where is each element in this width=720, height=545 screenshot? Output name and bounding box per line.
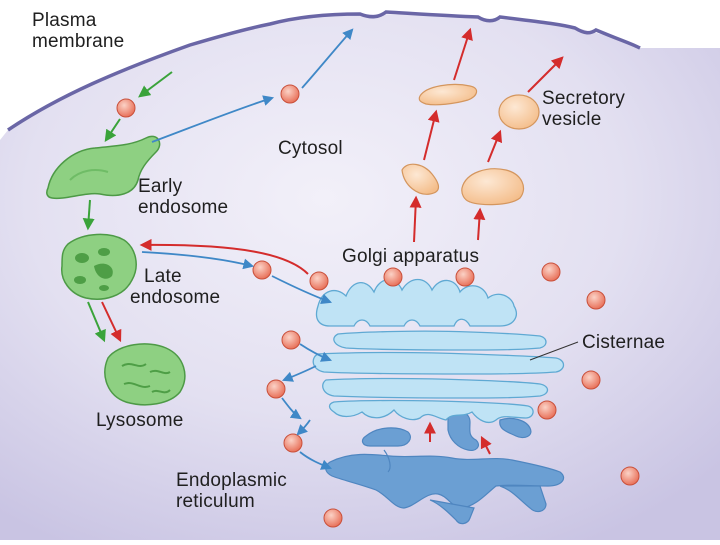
- label-golgi-apparatus: Golgi apparatus: [342, 246, 480, 267]
- secretory-vesicles: [401, 83, 540, 206]
- label-early-endosome: Early endosome: [138, 176, 229, 218]
- late-endosome-vesicles: [74, 248, 113, 291]
- label-endoplasmic-reticulum: Endoplasmic reticulum: [176, 470, 287, 512]
- early-endosome: [46, 135, 161, 200]
- label-late-endosome: Late endosome: [130, 266, 221, 308]
- label-lysosome: Lysosome: [96, 410, 184, 431]
- plasma-membrane: [7, 10, 641, 132]
- label-cisternae: Cisternae: [582, 332, 666, 353]
- retrograde-arrows: [141, 28, 354, 470]
- label-secretory-vesicle: Secretory vesicle: [542, 88, 626, 130]
- label-cytosol: Cytosol: [278, 138, 343, 159]
- secretory-arrows: [101, 27, 564, 455]
- cisternae-leader-line: [529, 341, 579, 361]
- endocytic-arrows: [82, 71, 173, 343]
- lysosome: [104, 343, 186, 406]
- label-plasma-membrane: Plasma membrane: [32, 10, 125, 52]
- endoplasmic-reticulum: [325, 410, 565, 525]
- lysosome-contents: [121, 363, 171, 394]
- golgi-apparatus: [312, 278, 565, 424]
- transport-vesicles: [116, 84, 640, 528]
